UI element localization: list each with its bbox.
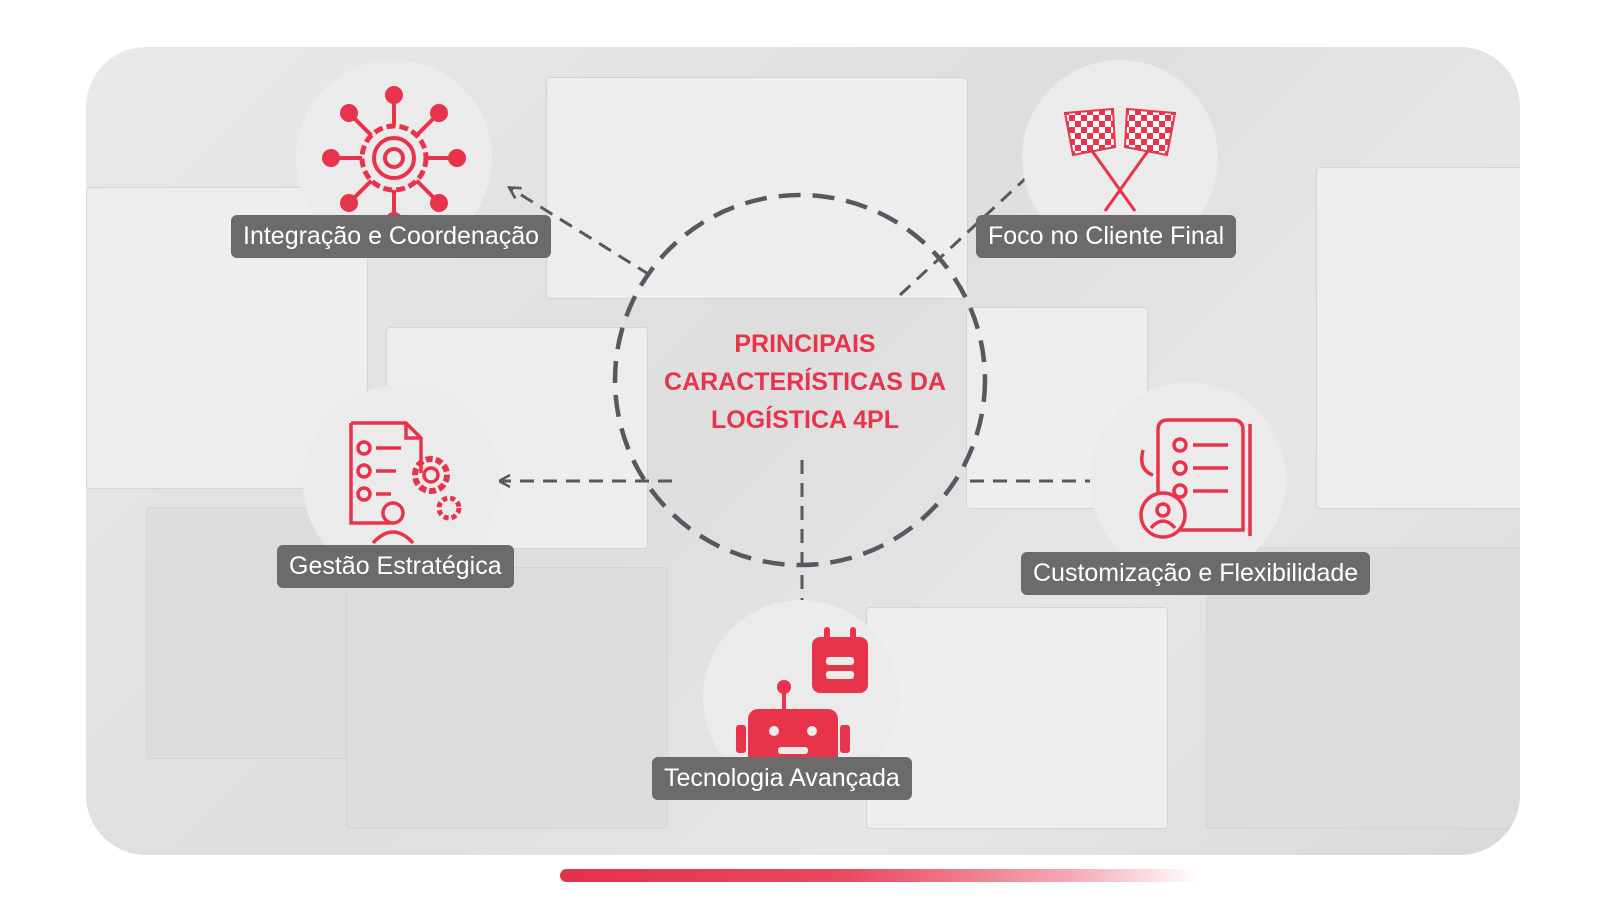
- network-gear-icon: [322, 86, 466, 230]
- title-line-2: CARACTERÍSTICAS DA: [664, 368, 946, 396]
- document-list-user-icon: [1139, 418, 1252, 539]
- label-tecnologia: Tecnologia Avançada: [652, 757, 912, 800]
- bg-box: [1316, 167, 1520, 509]
- bg-box: [546, 77, 968, 299]
- robot-calendar-icon: [736, 627, 868, 767]
- label-foco: Foco no Cliente Final: [976, 215, 1237, 258]
- label-integracao: Integração e Coordenação: [231, 215, 552, 258]
- label-customizacao: Customização e Flexibilidade: [1021, 552, 1371, 595]
- node-circle-customizacao: [1090, 382, 1286, 578]
- arrow-integracao: [510, 188, 651, 277]
- center-dashed-circle: [612, 192, 988, 568]
- arrow-foco: [898, 165, 1040, 297]
- title-line-1: PRINCIPAIS: [734, 330, 876, 358]
- bottom-accent-bar: [560, 869, 1200, 882]
- checklist-gears-user-icon: [349, 421, 462, 545]
- checkered-flags-icon: [1063, 107, 1177, 212]
- bg-box: [866, 607, 1168, 829]
- title-line-3: LOGÍSTICA 4PL: [711, 406, 899, 434]
- label-gestao: Gestão Estratégica: [277, 545, 514, 588]
- center-title: PRINCIPAIS CARACTERÍSTICAS DA LOGÍSTICA …: [600, 325, 1010, 439]
- bg-box: [346, 567, 668, 829]
